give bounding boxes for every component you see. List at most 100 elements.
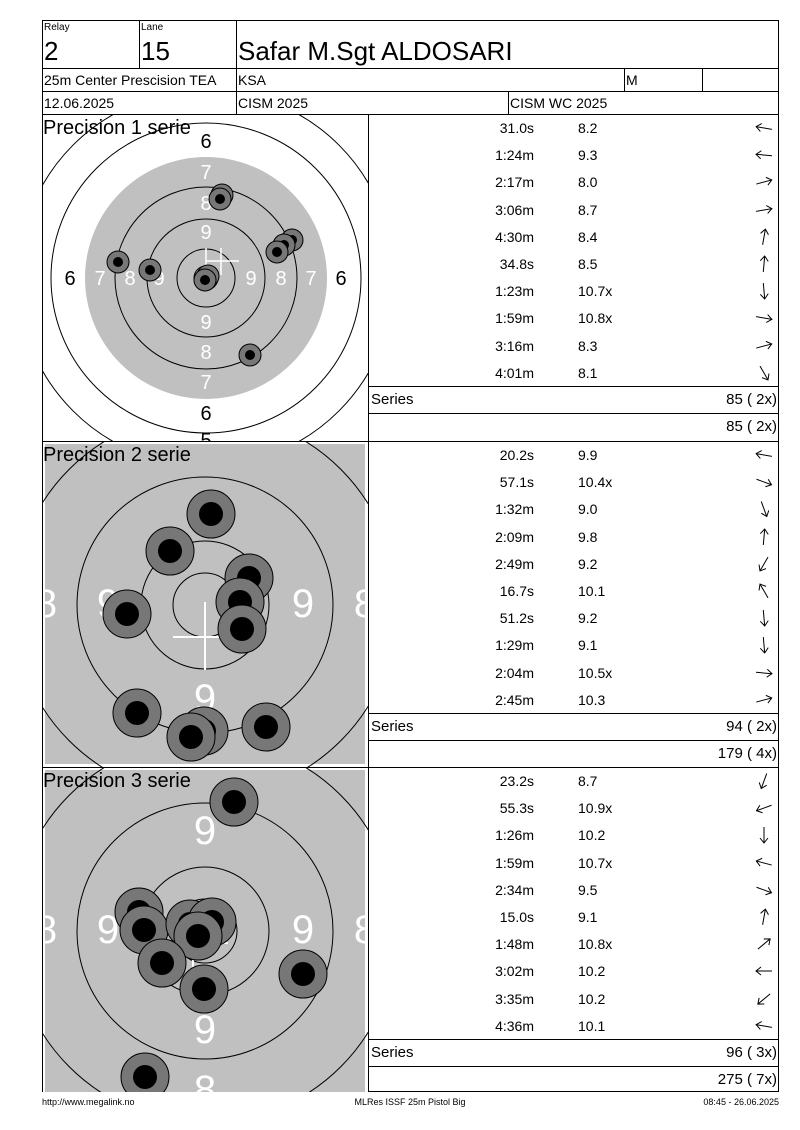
column-divider [368,114,369,1092]
series-total: 85 ( 2x) [726,391,777,408]
series-label: Series [371,718,414,735]
shot-score: 8.7 [578,773,598,789]
shot-hole [112,688,162,738]
shot-row: 1:59m 10.8x [370,308,779,328]
summary-divider [368,713,779,714]
shot-time: 23.2s [499,773,534,789]
shooter-name: Safar M.Sgt ALDOSARI [238,36,513,66]
ring-label-8: 8 [194,1068,216,1092]
header-divider [508,91,509,114]
shot-hole [166,712,216,762]
shot-score: 9.2 [578,610,598,627]
direction-arrow-icon [759,827,769,845]
shot-time: 31.0s [499,120,534,136]
header-divider [139,20,140,68]
shot-hole [102,589,152,639]
shot-score: 8.5 [578,256,598,272]
shot-score: 10.2 [578,963,606,980]
direction-arrow-icon [760,501,770,518]
ring-label-8: 8 [275,268,286,290]
section-divider [42,767,779,768]
shot-hole [173,911,223,961]
shot-hole [241,702,291,752]
ring-label-8: 8 [43,582,57,626]
country: KSA [238,72,267,88]
date: 12.06.2025 [44,95,115,111]
ring-label-7: 7 [94,268,105,290]
ring-label-6: 6 [200,403,211,425]
shot-score: 10.5x [578,664,613,681]
shot-time: 3:02m [495,963,534,980]
shot-score: 9.9 [578,447,598,463]
header-divider [42,114,779,115]
ring-label-8: 8 [200,342,211,364]
shot-time: 1:26m [495,827,534,844]
shot-time: 15.0s [499,909,534,925]
header-divider [42,91,779,92]
shot-time: 3:06m [495,201,534,218]
ring-8 [114,186,298,370]
target-series-3: 8 8 8 9 9 9 9 [43,768,368,1092]
shot-hole [217,604,267,654]
cumulative-total: 275 ( 7x) [717,1071,777,1088]
shot-score: 8.7 [578,201,598,218]
shot-hole [278,949,328,999]
shot-row: 1:24m 9.3 [370,145,779,165]
shot-score: 8.3 [578,337,598,354]
shot-score: 10.1 [578,1017,606,1034]
series-label: Series [371,391,414,408]
championship: CISM WC 2025 [510,95,608,111]
ring-label-9: 9 [200,222,211,244]
relay-label: Relay [44,22,70,33]
shot-time: 2:49m [495,555,534,572]
shot-hole [137,938,187,988]
shot-time: 4:01m [495,364,534,381]
shot-holes [114,777,328,1092]
shot-time: 1:59m [495,310,534,327]
shot-score: 10.9x [578,800,613,817]
direction-arrow-icon [757,938,771,950]
shot-time: 2:17m [495,174,534,191]
direction-arrow-icon [755,450,772,459]
header-divider [624,68,625,91]
shot-hole [120,1052,170,1092]
direction-arrow-icon [756,204,773,214]
shot-score: 8.4 [578,228,598,245]
direction-arrow-icon [759,255,769,273]
header-divider [236,20,237,114]
target-series-2: 8 8 9 9 9 [43,442,368,767]
direction-arrow-icon [758,583,769,599]
shot-score: 10.2 [578,990,606,1007]
shot-score: 9.3 [578,147,598,164]
cumulative-total: 85 ( 2x) [726,418,777,435]
shot-score: 10.8x [578,936,613,953]
ring-label-9: 9 [292,582,314,626]
shot-time: 51.2s [499,610,534,627]
scorecard-frame [42,20,779,1092]
ring-label-7: 7 [200,372,211,394]
direction-arrow-icon [755,150,773,160]
shot-score: 10.3 [578,691,606,708]
shot-score: 8.1 [578,364,598,381]
ring-label-7: 7 [200,162,211,184]
shot-score: 9.8 [578,528,598,545]
shot-time: 1:24m [495,147,534,164]
direction-arrow-icon [756,177,773,186]
lane-label: Lane [141,22,164,33]
ring-label-5: 5 [200,430,211,441]
shot-score: 10.8x [578,310,613,327]
ring-label-9: 9 [194,1008,216,1052]
footer-url[interactable]: http://www.megalink.no [42,1097,135,1107]
shot-hole [186,489,236,539]
shot-score: 9.2 [578,555,598,572]
